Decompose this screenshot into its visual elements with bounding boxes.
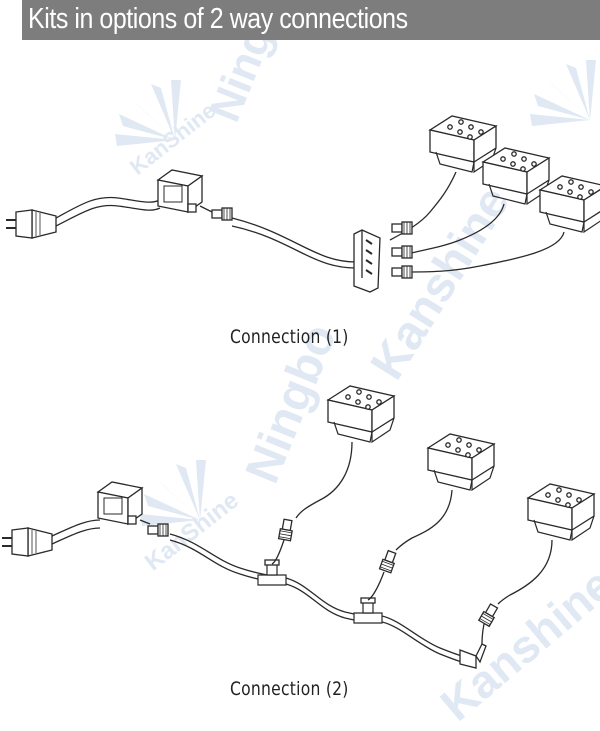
power-plug-2-icon: [1, 527, 53, 557]
power-plug-icon: [5, 209, 57, 239]
watermark-fan-icon-3: [140, 460, 206, 526]
connection-2-diagram: [1, 385, 595, 669]
elbow-connector-icon: [459, 643, 487, 669]
drop-connector-icon-1: [277, 518, 295, 542]
transformer-icon: [157, 169, 203, 213]
drop-connector-icon-3: [478, 602, 500, 627]
caption-connection-2: Connection (2): [230, 678, 349, 700]
transformer-2-icon: [97, 481, 143, 525]
watermark-fan-icon-2: [530, 60, 596, 126]
cable-connector-icon-2: [391, 245, 413, 259]
connection-1-diagram: [5, 115, 600, 293]
cable-connector-icon-3: [391, 265, 413, 279]
t-connector-icon-2: [353, 597, 383, 624]
led-spotlight-2-icon-2: [427, 433, 495, 491]
led-spotlight-icon-3: [539, 175, 600, 233]
caption-connection-1: Connection (1): [230, 326, 349, 348]
page-title: Kits in options of 2 way connections: [28, 3, 408, 35]
led-spotlight-2-icon-1: [327, 385, 395, 443]
inline-connector-2-icon: [147, 523, 169, 537]
header-bar: Kits in options of 2 way connections: [22, 0, 600, 40]
watermark-fan-icon-1: [115, 80, 181, 146]
led-spotlight-2-icon-3: [527, 483, 595, 541]
drop-connector-icon-2: [378, 549, 399, 574]
distribution-block-icon: [353, 229, 381, 293]
inline-connector-icon: [211, 207, 233, 221]
cable-connector-icon-1: [391, 221, 413, 235]
led-spotlight-icon-2: [482, 147, 550, 205]
connection-diagram: [1, 60, 600, 669]
